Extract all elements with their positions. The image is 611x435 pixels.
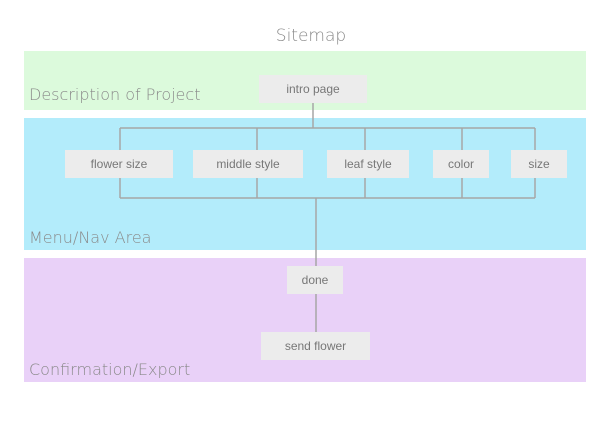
diagram-title: Sitemap [275,26,347,46]
node-middle-style: middle style [193,150,303,178]
band-label-description: Description of Project [29,85,201,104]
band-menu-nav-area: Menu/Nav Area [24,118,586,250]
node-done: done [287,266,343,294]
band-label-confirmation: Confirmation/Export [29,360,191,379]
node-flower-size: flower size [65,150,173,178]
node-leaf-style: leaf style [327,150,409,178]
node-size: size [511,150,567,178]
node-send-flower: send flower [261,332,370,360]
band-label-menu-nav: Menu/Nav Area [29,228,152,247]
node-intro-page: intro page [259,75,367,103]
node-color: color [433,150,489,178]
